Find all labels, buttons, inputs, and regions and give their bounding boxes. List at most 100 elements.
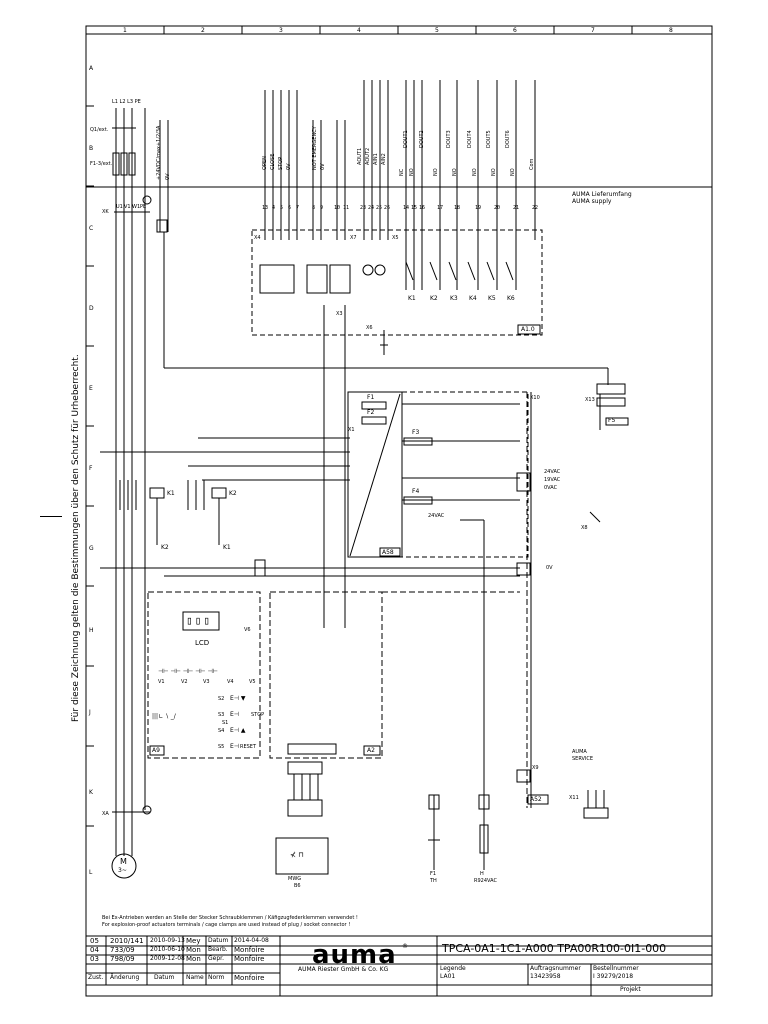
relay-k2-contact: K2 — [161, 544, 169, 551]
nc-no-label-6: NO — [491, 168, 497, 176]
pin-26: 26 — [384, 205, 391, 211]
pin-24: 24 — [368, 205, 375, 211]
part-value: I 39279/2018 — [593, 973, 634, 980]
relay-k3: K3 — [450, 295, 458, 302]
terminal-x6: X6 — [366, 325, 373, 331]
input-label-0v: 0V — [286, 163, 292, 170]
mwg-ref: B6 — [294, 883, 301, 889]
row-label-c: C — [89, 225, 94, 232]
sign-role-3: Norm — [208, 974, 225, 981]
voltage-24vac: 24VAC — [544, 469, 561, 475]
led-v5: V5 — [249, 679, 256, 685]
q1-label: Q1/ext. — [90, 127, 109, 133]
voltage-24vac-x3: 24VAC — [428, 513, 445, 519]
auma-logo: auma — [312, 940, 397, 970]
pin-21: 21 — [513, 205, 520, 211]
pin-17: 17 — [437, 205, 444, 211]
sign-role-2: Gepr. — [208, 955, 224, 962]
terminal-x11: X11 — [569, 795, 579, 801]
footnote-de: Bei Ex-Antrieben werden an Stelle der St… — [102, 915, 358, 921]
rev-head-zust: Zust. — [88, 974, 104, 981]
analog-label-aout2: AOUT2 — [365, 147, 371, 165]
nc-no-label-5: NO — [472, 168, 478, 176]
button-s4-icon: E⊣ ▲ — [230, 727, 246, 734]
fuse-f5: F5 — [608, 417, 616, 424]
registered-icon: ® — [402, 943, 408, 950]
board-a58: A58 — [382, 549, 394, 556]
col-label-3: 3 — [279, 27, 283, 34]
supply-label-de: AUMA Lieferumfang — [572, 191, 632, 198]
lcd-label: LCD — [195, 639, 210, 647]
pin-13: 13 — [262, 205, 269, 211]
row-label-e: E — [89, 385, 93, 392]
row-label-d: D — [89, 305, 94, 312]
encoder-icon: ⊀ ⊓ — [290, 851, 304, 859]
order-value: 13423958 — [530, 973, 561, 980]
input-label-stop: STOP — [278, 156, 284, 170]
terminal-xa: XA — [102, 811, 109, 817]
terminal-x13: X13 — [585, 397, 595, 403]
button-s5-label: RESET — [240, 744, 257, 750]
rev-aend-1: 733/09 — [110, 946, 135, 954]
dout-label-3: DOUT3 — [446, 130, 452, 148]
pin-16: 16 — [419, 205, 426, 211]
led-v2: V2 — [181, 679, 188, 685]
row-label-a: A — [89, 65, 94, 72]
input-label-close: CLOSE — [270, 153, 276, 170]
terminal-x4: X4 — [254, 235, 261, 241]
selector-icon: |||∟ ∖ _/ — [152, 713, 176, 720]
part-label: Bestellnummer — [593, 965, 639, 972]
pin-5: 5 — [280, 205, 284, 211]
nc-no-label-7: NO — [510, 168, 516, 176]
motor-phase: 3~ — [118, 867, 127, 874]
rev-datum-0: 2010-09-13 — [150, 937, 185, 944]
terminal-x10: X10 — [530, 395, 540, 401]
fuse-f4: F4 — [412, 488, 420, 495]
pin-23: 23 — [360, 205, 367, 211]
dout-label-1: DOUT1 — [403, 130, 409, 148]
order-label: Auftragsnummer — [530, 965, 581, 972]
pin-4: 4 — [272, 205, 276, 211]
button-s4: S4 — [218, 728, 225, 734]
button-s3-label: STOP — [251, 712, 265, 718]
pin-8: 8 — [312, 205, 316, 211]
terminal-x7: X7 — [350, 235, 357, 241]
rev-head-datum: Datum — [154, 974, 175, 981]
fuse-f2: F2 — [367, 409, 375, 416]
row-label-j: J — [89, 709, 91, 716]
button-s5-icon: E⊣ — [230, 743, 240, 750]
switch-s1: S1 — [222, 720, 229, 726]
rev-name-0: Mey — [186, 937, 201, 945]
col-label-5: 5 — [435, 27, 439, 34]
rev-datum-1: 2010-06-10 — [150, 946, 185, 953]
f1-label: F1-3/ext. — [90, 161, 113, 167]
terminal-x3: X3 — [336, 311, 343, 317]
col-label-8: 8 — [669, 27, 673, 34]
sensor-h-label: R924VAC — [474, 878, 497, 884]
button-s3: S3 — [218, 712, 225, 718]
nc-no-label-2: NO — [409, 168, 415, 176]
sign-value-0: 2014-04-08 — [234, 937, 269, 944]
sign-role-0: Datum — [208, 937, 229, 944]
pin-7: 7 — [296, 205, 300, 211]
rev-zust-0: 05 — [90, 937, 99, 945]
col-label-4: 4 — [357, 27, 361, 34]
relay-k4: K4 — [469, 295, 477, 302]
relay-k1: K1 — [408, 295, 416, 302]
dout-label-5: DOUT5 — [486, 130, 492, 148]
led-v6: V6 — [244, 627, 251, 633]
relay-k1-coil: K1 — [167, 490, 175, 497]
pin-10: 10 — [334, 205, 341, 211]
mains-label: L1 L2 L3 PE — [112, 99, 141, 105]
relay-k5: K5 — [488, 295, 496, 302]
button-s2-icon: E⊣ ▼ — [230, 695, 246, 702]
mwg-label: MWG — [288, 876, 302, 882]
terminal-x8: X8 — [581, 525, 588, 531]
dout-label-2: DOUT2 — [419, 130, 425, 148]
project-label: Projekt — [620, 986, 641, 993]
supply-24v-label: +24VDC/max+1/2/3A — [156, 125, 162, 180]
row-label-k: K — [89, 789, 93, 796]
xk-pe: PE — [140, 204, 147, 210]
supply-0v-label: 0V — [165, 173, 171, 180]
